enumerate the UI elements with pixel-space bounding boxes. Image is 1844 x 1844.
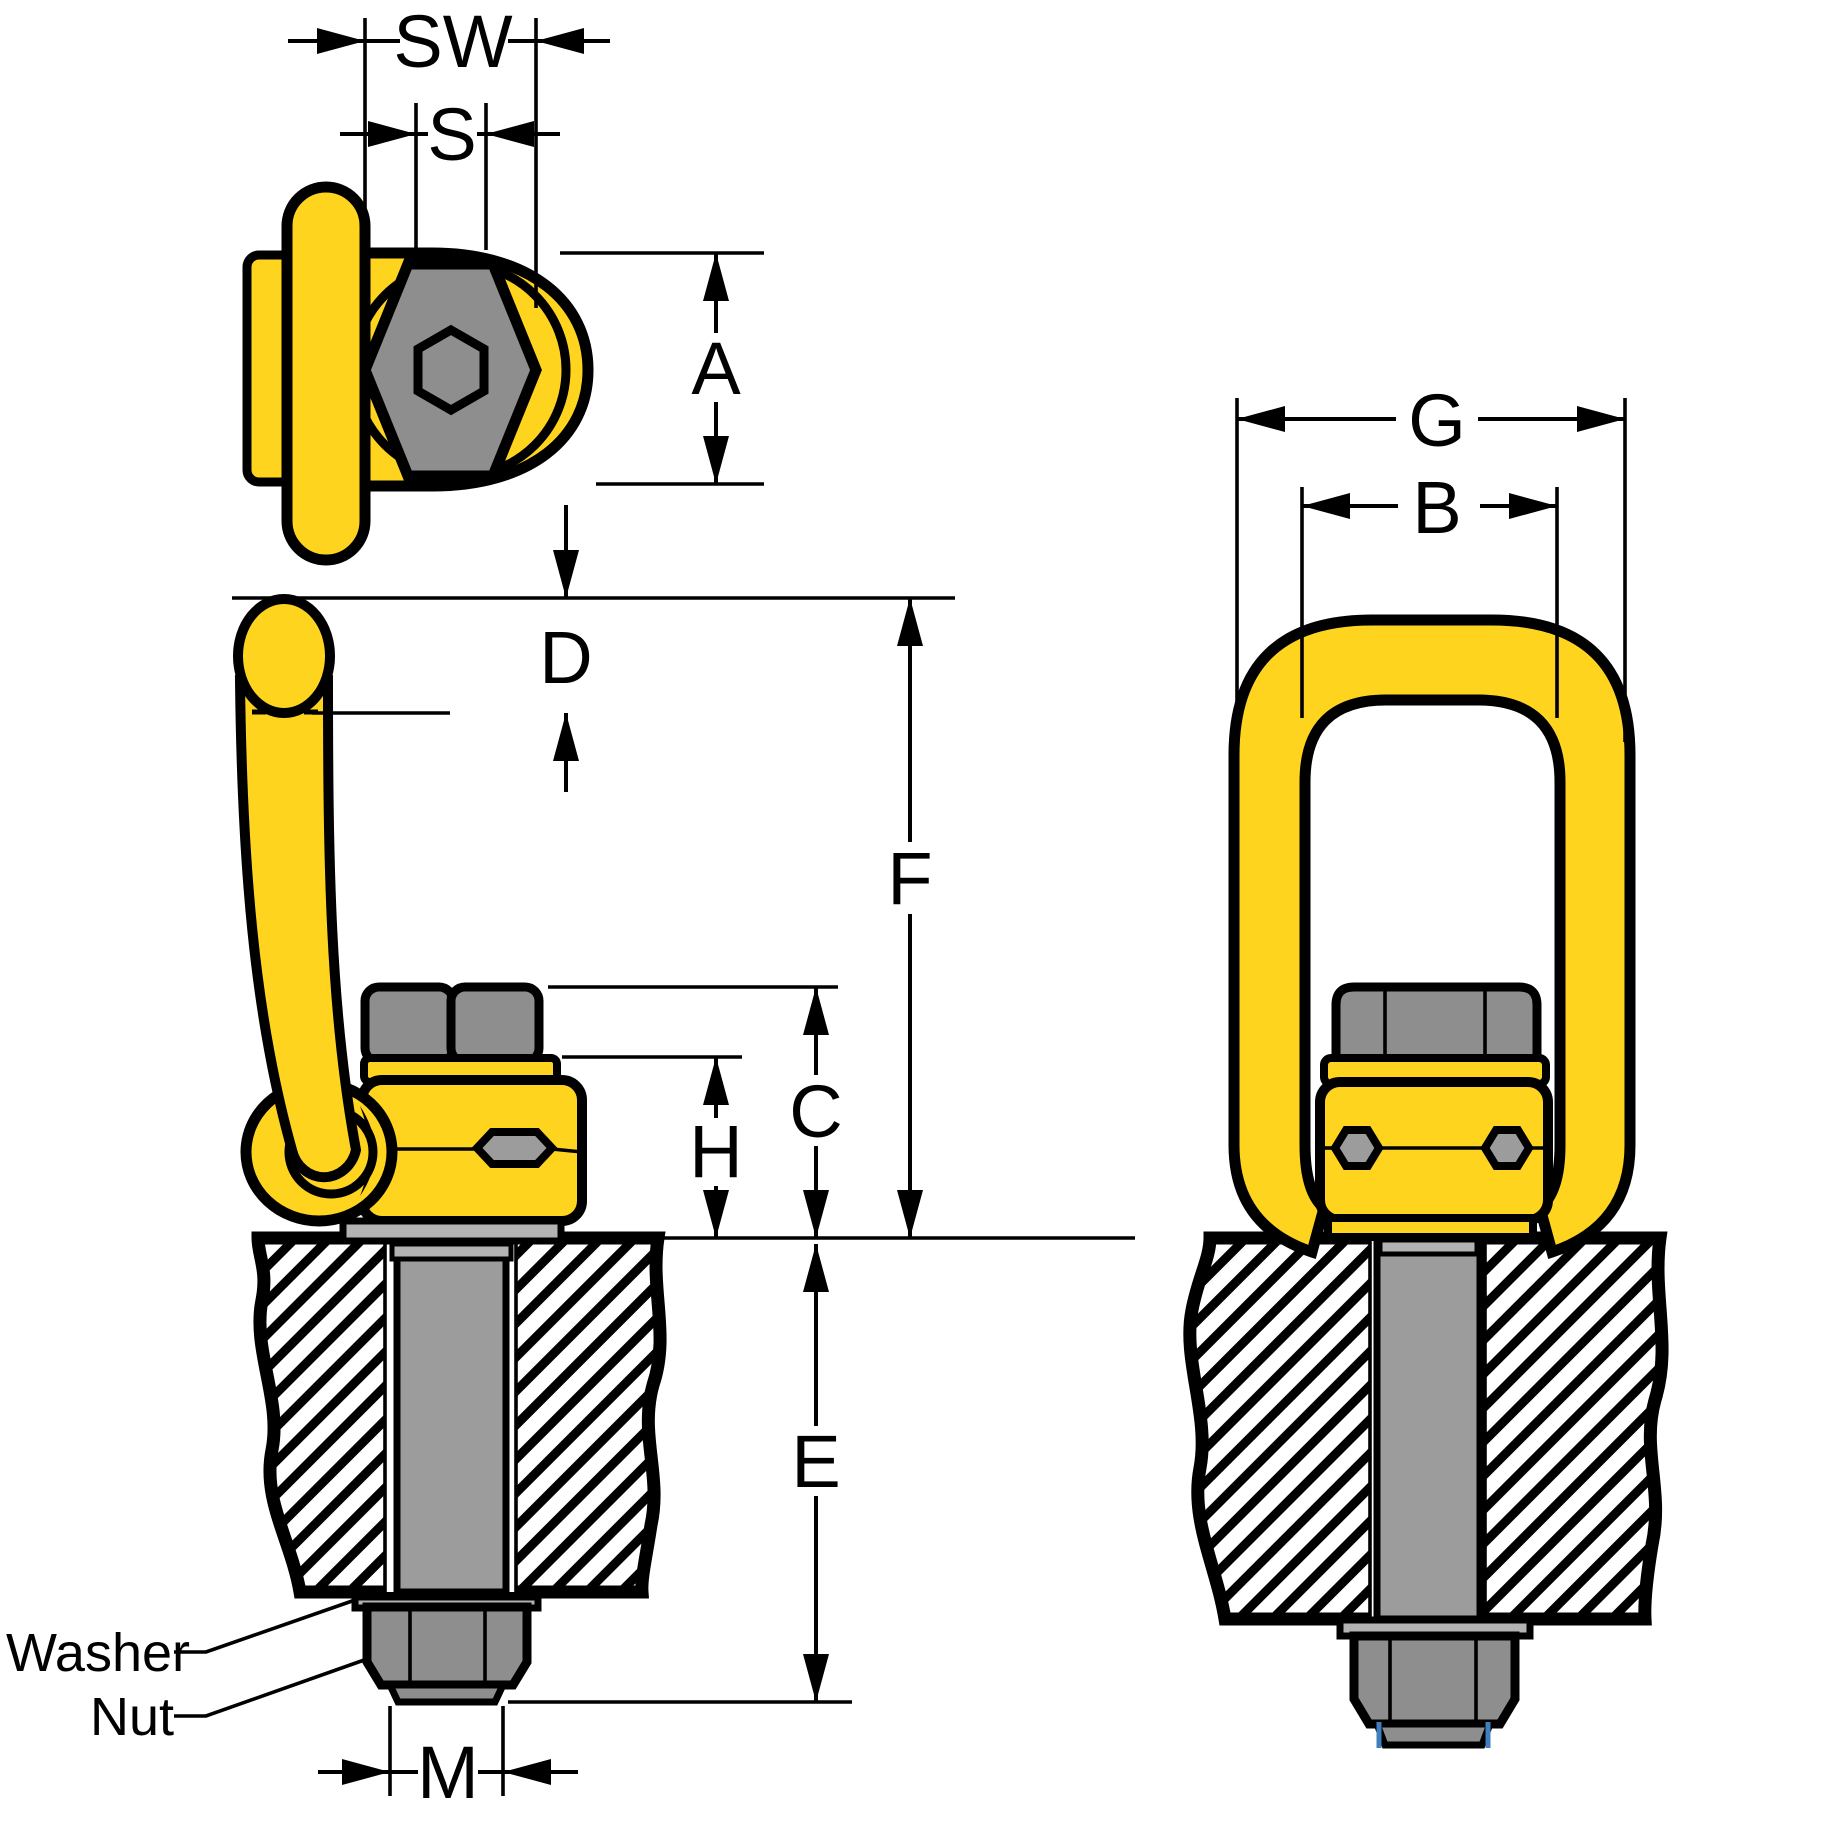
c-arrow-down xyxy=(803,1190,829,1238)
side-view-stud-shoulder xyxy=(389,1241,514,1262)
dim-s: S xyxy=(340,93,560,250)
dim-label-d: D xyxy=(539,616,592,699)
h-arrow-down xyxy=(703,1190,729,1238)
dim-b: B xyxy=(1300,466,1559,718)
washer-leader xyxy=(174,1598,356,1654)
sw-arrow-left xyxy=(317,28,365,54)
dim-h: H xyxy=(562,1055,743,1238)
sw-arrow-right xyxy=(536,28,584,54)
dim-label-f: F xyxy=(887,837,932,920)
dim-label-c: C xyxy=(789,1070,842,1153)
dim-label-g: G xyxy=(1408,379,1466,462)
top-view: SW S A xyxy=(242,0,764,566)
dim-m: M xyxy=(318,1706,578,1814)
side-view-stud-end xyxy=(384,1681,509,1706)
side-view-capscrew-right xyxy=(446,982,544,1067)
dim-c: C xyxy=(548,985,843,1238)
f-arrow-up xyxy=(897,598,923,646)
dim-label-h: H xyxy=(689,1110,742,1193)
dim-g: G xyxy=(1235,379,1627,742)
dim-label-sw: SW xyxy=(393,0,512,83)
m-arrow-left xyxy=(342,1759,390,1785)
b-arrow-left xyxy=(1302,493,1350,519)
side-view-bail-cap xyxy=(233,594,335,718)
e-arrow-up xyxy=(803,1244,829,1292)
front-view-hex-head xyxy=(1331,982,1542,1067)
nut-leader xyxy=(174,1657,368,1718)
front-view-stud-end xyxy=(1371,1720,1496,1749)
front-view-nut xyxy=(1349,1631,1520,1729)
side-view-nut xyxy=(362,1602,532,1690)
front-view: G B xyxy=(1183,379,1669,1749)
a-arrow-down xyxy=(703,436,729,484)
c-arrow-up xyxy=(803,987,829,1035)
dim-sw: SW xyxy=(288,0,610,308)
dim-label-e: E xyxy=(791,1420,840,1503)
side-view-pivot-shadow xyxy=(360,1106,375,1196)
dim-label-a: A xyxy=(691,327,741,410)
s-arrow-left xyxy=(368,121,416,147)
dim-label-m: M xyxy=(417,1731,479,1814)
dim-label-s: S xyxy=(427,93,476,176)
side-view-spacer xyxy=(339,1217,565,1245)
front-view-base-ring xyxy=(1324,1214,1537,1241)
f-arrow-down xyxy=(897,1190,923,1238)
front-view-set-screw-left xyxy=(1330,1126,1384,1170)
g-arrow-left xyxy=(1237,406,1285,432)
label-washer: Washer xyxy=(6,1623,190,1683)
dim-d: D xyxy=(232,505,955,792)
top-view-bail-bar xyxy=(281,181,371,566)
dim-f: F xyxy=(887,598,933,1238)
h-arrow-up xyxy=(703,1057,729,1105)
dim-label-b: B xyxy=(1412,466,1461,549)
front-view-bail-loop xyxy=(1228,614,1636,1260)
front-view-stud-shoulder xyxy=(1377,1237,1480,1257)
d-arrow-down xyxy=(553,550,579,598)
b-arrow-right xyxy=(1509,493,1557,519)
e-arrow-down xyxy=(803,1654,829,1702)
d-arrow-up xyxy=(553,713,579,761)
front-view-stud xyxy=(1373,1240,1484,1623)
top-view-hex-socket xyxy=(413,324,489,416)
part-callouts: Washer Nut xyxy=(6,1598,368,1747)
side-view-set-screw xyxy=(471,1128,558,1168)
s-arrow-right xyxy=(486,121,534,147)
label-nut: Nut xyxy=(90,1687,174,1747)
dim-a: A xyxy=(560,251,764,486)
a-arrow-up xyxy=(703,253,729,301)
m-arrow-right xyxy=(503,1759,551,1785)
dim-e: E xyxy=(508,1244,852,1704)
front-view-set-screw-right xyxy=(1480,1126,1534,1170)
side-view: D F C H xyxy=(6,505,1135,1814)
side-view-stud xyxy=(393,1238,510,1596)
side-view-bail-bar xyxy=(234,675,362,1183)
side-view-capscrew-left xyxy=(360,982,458,1067)
g-arrow-right xyxy=(1577,406,1625,432)
